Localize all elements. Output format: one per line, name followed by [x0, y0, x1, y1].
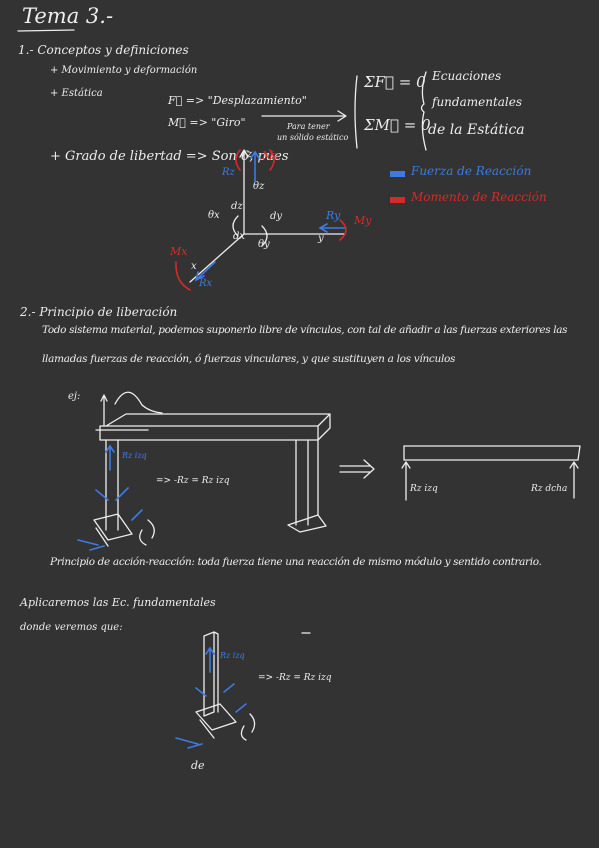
section2-heading: 2.- Principio de liberación [20, 305, 178, 319]
equations-note-line3: de la Estática [428, 122, 525, 138]
simple-beam-sketch [401, 445, 581, 501]
label-y: y [318, 233, 324, 244]
label-mz: Mz [262, 149, 280, 162]
force-definition: F⃗ => "Desplazamiento" [168, 94, 307, 107]
label-dy: dy [270, 211, 283, 222]
example-label: ej: [68, 391, 81, 402]
section2-text-line2: llamadas fuerzas de reacción, ó fuerzas … [42, 353, 456, 365]
right-brace [420, 71, 427, 151]
title-underline [17, 29, 75, 32]
label-theta-x: θx [208, 210, 220, 221]
moment-definition: M⃗ => "Giro" [168, 116, 246, 129]
we-see-that: donde veremos que: [20, 622, 123, 633]
label-de: de [191, 759, 205, 772]
arrow-note-line2: un sólido estático [277, 133, 349, 142]
arrow-note-line1: Para tener [287, 122, 330, 131]
equations-note-line2: fundamentales [432, 95, 523, 109]
dof-axis-diagram [175, 149, 347, 291]
frame-structure-sketch [77, 391, 331, 551]
label-rz-izq-frame: Rz izq [122, 451, 147, 460]
label-mx: Mx [170, 245, 188, 258]
degrees-of-freedom: + Grado de libertad => Son 6, pues [50, 149, 289, 164]
section1-item-statics: + Estática [50, 88, 103, 99]
label-ry: Ry [326, 209, 341, 222]
equation-sum-forces: ΣF⃗ = 0 [364, 73, 426, 91]
label-x: x [191, 261, 197, 272]
label-rz-izq-column: Rz izq [220, 651, 245, 660]
label-rz: Rz [222, 167, 235, 178]
section1-item-movement: + Movimiento y deformación [50, 65, 198, 76]
label-theta-z: θz [253, 181, 265, 192]
column-sketch [175, 631, 256, 749]
legend-moment-swatch [390, 197, 405, 203]
section1-heading: 1.- Conceptos y definiciones [18, 43, 189, 57]
section2-text-line1: Todo sistema material, podemos suponerlo… [42, 324, 568, 336]
equation-rz-frame: => -Rz = Rz izq [156, 476, 230, 486]
label-dz: dz [231, 201, 243, 212]
legend-moment-label: Momento de Reacción [411, 190, 547, 204]
label-dx: dx [233, 231, 246, 242]
action-reaction-principle: Principio de acción-reacción: toda fuerz… [50, 556, 542, 568]
page-title: Tema 3.- [22, 4, 114, 28]
legend-force-label: Fuerza de Reacción [411, 164, 532, 178]
apply-equations: Aplicaremos las Ec. fundamentales [20, 596, 216, 609]
implies-arrow-beam [339, 459, 375, 479]
equations-note-line1: Ecuaciones [432, 69, 502, 83]
label-beam-left-reaction: Rz izq [410, 484, 438, 494]
implies-arrow [261, 110, 347, 122]
left-brace [354, 75, 358, 149]
label-my: My [354, 214, 372, 227]
equation-rz-column: => -Rz = Rz izq [258, 673, 332, 683]
label-rx: Rx [199, 278, 213, 289]
label-beam-right-reaction: Rz dcha [531, 484, 568, 494]
label-z: z [247, 149, 253, 160]
legend-force-swatch [390, 171, 405, 177]
equation-sum-moments: ΣM⃗ = 0 [364, 116, 431, 134]
